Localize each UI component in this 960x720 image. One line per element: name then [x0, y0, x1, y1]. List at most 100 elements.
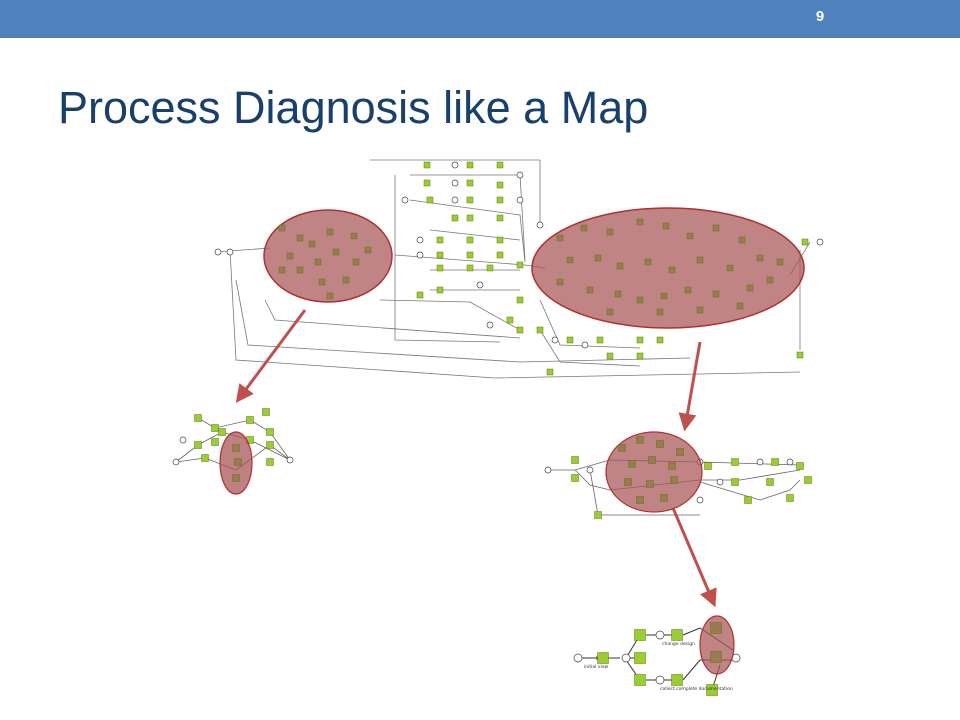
activity-node-highlighted [636, 296, 644, 304]
event-node [286, 456, 294, 464]
activity-node [426, 196, 434, 204]
activity-node [636, 352, 644, 360]
activity-node [596, 336, 604, 344]
activity-node-highlighted [556, 234, 564, 242]
activity-node-highlighted [364, 246, 372, 254]
detail-label-initial-view: initial view [584, 664, 608, 670]
activity-node [671, 674, 683, 686]
activity-node-highlighted [668, 266, 676, 274]
activity-node [634, 674, 646, 686]
activity-node [266, 441, 274, 449]
activity-node-highlighted [580, 224, 588, 232]
event-node [226, 248, 234, 256]
activity-node-highlighted [566, 256, 574, 264]
activity-node [211, 424, 219, 432]
activity-node [731, 478, 739, 486]
activity-node-highlighted [606, 308, 614, 316]
activity-node [804, 476, 812, 484]
activity-node [786, 494, 794, 502]
highlight-region-submap-right [605, 431, 703, 513]
activity-node-highlighted [660, 292, 668, 300]
zoom-arrow-right [678, 341, 702, 432]
activity-node-highlighted [648, 456, 656, 464]
activity-node-highlighted [696, 306, 704, 314]
header-bar: 9 [0, 0, 960, 38]
activity-node-highlighted [710, 622, 722, 634]
event-node [586, 466, 594, 474]
detail-map: change design collect complete documenta… [573, 615, 741, 696]
detail-label-collect-documentation: collect complete documentation [660, 686, 733, 692]
activity-node [246, 416, 254, 424]
activity-node [496, 236, 504, 244]
event-node [573, 653, 583, 663]
event-node [214, 248, 222, 256]
event-node [536, 221, 544, 229]
event-node [401, 196, 409, 204]
activity-node [516, 296, 524, 304]
activity-node [416, 291, 424, 299]
event-node [516, 196, 524, 204]
activity-node [466, 251, 474, 259]
activity-node-highlighted [636, 496, 644, 504]
activity-node [496, 181, 504, 189]
activity-node-highlighted [736, 302, 744, 310]
highlight-region-detail [699, 615, 735, 675]
event-node [786, 458, 794, 466]
activity-node-highlighted [738, 236, 746, 244]
activity-node-highlighted [286, 252, 294, 260]
activity-node [262, 408, 270, 416]
activity-node-highlighted [318, 278, 326, 286]
event-node [696, 496, 704, 504]
activity-node-highlighted [670, 476, 678, 484]
activity-node-highlighted [766, 276, 774, 284]
activity-node-highlighted [232, 474, 240, 482]
activity-node [606, 352, 614, 360]
activity-node-highlighted [684, 286, 692, 294]
activity-node-highlighted [656, 308, 664, 316]
event-node [416, 251, 424, 259]
activity-node [656, 336, 664, 344]
activity-node-highlighted [668, 462, 676, 470]
activity-node-highlighted [350, 232, 358, 240]
activity-node [594, 511, 602, 519]
activity-node [466, 236, 474, 244]
event-node [621, 653, 631, 663]
activity-node [496, 161, 504, 169]
activity-node-highlighted [686, 232, 694, 240]
event-node [756, 458, 764, 466]
activity-node [706, 684, 718, 696]
activity-node-highlighted [618, 444, 626, 452]
event-node [655, 630, 665, 640]
activity-node [636, 336, 644, 344]
event-node [581, 341, 589, 349]
event-node [172, 458, 180, 466]
activity-node-highlighted [644, 258, 652, 266]
activity-node [796, 462, 804, 470]
activity-node-highlighted [756, 254, 764, 262]
activity-node [466, 264, 474, 272]
event-node [816, 238, 824, 246]
activity-node [766, 478, 774, 486]
activity-node [436, 236, 444, 244]
activity-node [194, 414, 202, 422]
activity-node [506, 316, 514, 324]
activity-node [771, 458, 779, 466]
activity-node-highlighted [352, 258, 360, 266]
activity-node [194, 441, 202, 449]
activity-node-highlighted [636, 436, 644, 444]
activity-node-highlighted [776, 258, 784, 266]
activity-node-highlighted [696, 256, 704, 264]
activity-node [266, 458, 274, 466]
activity-node-highlighted [614, 290, 622, 298]
activity-node-highlighted [314, 258, 322, 266]
activity-node [486, 264, 494, 272]
activity-node [436, 251, 444, 259]
activity-node-highlighted [646, 480, 654, 488]
activity-node-highlighted [676, 448, 684, 456]
event-node [451, 179, 459, 187]
activity-node [536, 326, 544, 334]
activity-node [496, 251, 504, 259]
slide-title: Process Diagnosis like a Map [58, 82, 649, 133]
event-node [476, 281, 484, 289]
